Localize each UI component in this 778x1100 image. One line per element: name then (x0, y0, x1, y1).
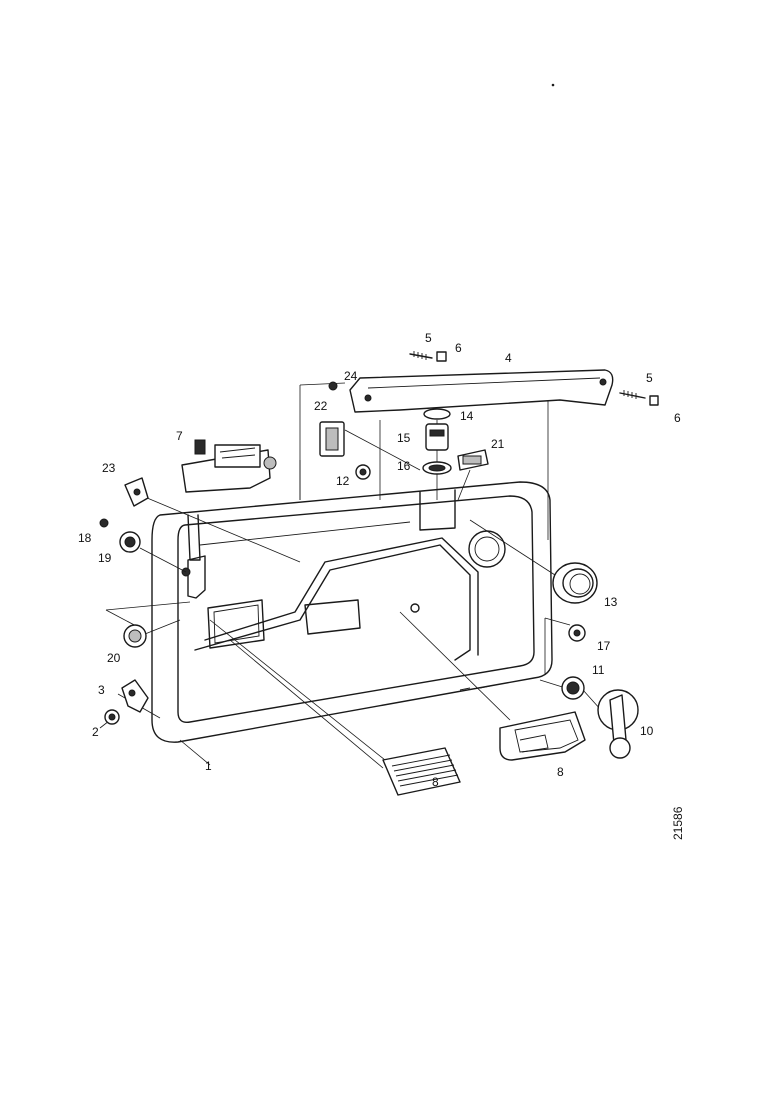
door-lock-mechanism (181, 439, 277, 493)
plug-17 (568, 624, 586, 642)
label-part-19: 19 (98, 551, 112, 565)
label-part-16: 16 (397, 459, 411, 473)
label-part-11: 11 (592, 663, 605, 677)
small-nut-24 (328, 381, 338, 391)
screw-2 (104, 709, 120, 725)
label-part-1: 1 (205, 759, 212, 773)
screw-set-right (619, 390, 659, 406)
label-part-22: 22 (314, 399, 328, 413)
label-part-15: 15 (397, 431, 411, 445)
cap-3 (121, 679, 149, 713)
misc-marks (551, 83, 555, 87)
grommet-19 (119, 531, 141, 553)
label-part-6-top: 6 (455, 341, 462, 355)
clip-part (124, 477, 149, 507)
label-part-8-grille: 8 (432, 775, 439, 789)
clip-12 (355, 464, 371, 480)
label-part-14: 14 (460, 409, 474, 423)
door-panel (151, 481, 553, 743)
lock-cylinder-stack (422, 408, 452, 475)
escutcheon-11 (561, 676, 585, 700)
speaker-ring-13 (552, 562, 598, 604)
part-labels: 1 2 3 4 5 5 6 6 7 8 8 10 11 12 13 14 15 … (78, 331, 685, 840)
label-part-20: 20 (107, 651, 121, 665)
label-part-21: 21 (491, 437, 505, 451)
label-part-2: 2 (92, 725, 99, 739)
label-part-12: 12 (336, 474, 350, 488)
grommet-20 (123, 624, 147, 648)
screw-set-top (409, 351, 447, 362)
screw-18 (99, 518, 109, 528)
label-part-24: 24 (344, 369, 358, 383)
window-crank-10 (597, 689, 639, 759)
label-part-10: 10 (640, 724, 654, 738)
label-part-3: 3 (98, 683, 105, 697)
label-part-4: 4 (505, 351, 512, 365)
label-part-13: 13 (604, 595, 618, 609)
grab-handle-bar (349, 369, 614, 413)
label-part-5-top: 5 (425, 331, 432, 345)
door-pull-handle (499, 711, 586, 761)
label-part-7: 7 (176, 429, 183, 443)
label-part-23: 23 (102, 461, 116, 475)
label-part-6-right: 6 (674, 411, 681, 425)
label-part-18: 18 (78, 531, 92, 545)
label-part-8-handle: 8 (557, 765, 564, 779)
speaker-grille-8 (382, 747, 461, 796)
label-part-5-right: 5 (646, 371, 653, 385)
label-part-17: 17 (597, 639, 611, 653)
bracket-21 (457, 449, 489, 471)
insert-part (319, 421, 345, 457)
reference-code: 21586 (671, 806, 685, 840)
